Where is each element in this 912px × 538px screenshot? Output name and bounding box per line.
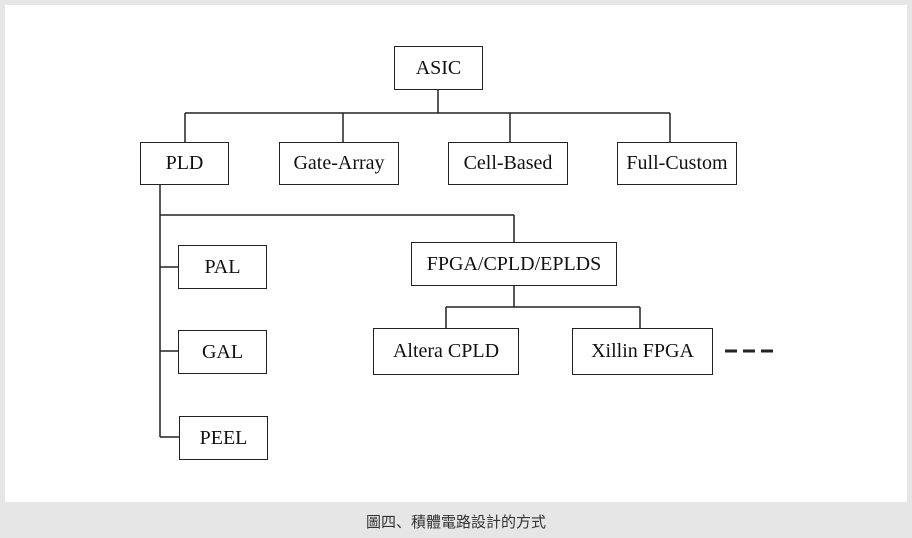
node-altera-cpld: Altera CPLD bbox=[373, 328, 519, 375]
node-pld: PLD bbox=[140, 142, 229, 185]
node-pal: PAL bbox=[178, 245, 267, 289]
node-cell-based: Cell-Based bbox=[448, 142, 568, 185]
node-peel: PEEL bbox=[179, 416, 268, 460]
node-xillin-fpga: Xillin FPGA bbox=[572, 328, 713, 375]
node-asic: ASIC bbox=[394, 46, 483, 90]
figure-caption: 圖四、積體電路設計的方式 bbox=[365, 513, 546, 531]
node-fpga-cpld-eplds: FPGA/CPLD/EPLDS bbox=[411, 242, 617, 286]
diagram-canvas: ASIC PLD Gate-Array Cell-Based Full-Cust… bbox=[5, 5, 907, 502]
node-gal: GAL bbox=[178, 330, 267, 374]
node-full-custom: Full-Custom bbox=[617, 142, 737, 185]
node-gate-array: Gate-Array bbox=[279, 142, 399, 185]
connector-lines bbox=[159, 90, 773, 438]
